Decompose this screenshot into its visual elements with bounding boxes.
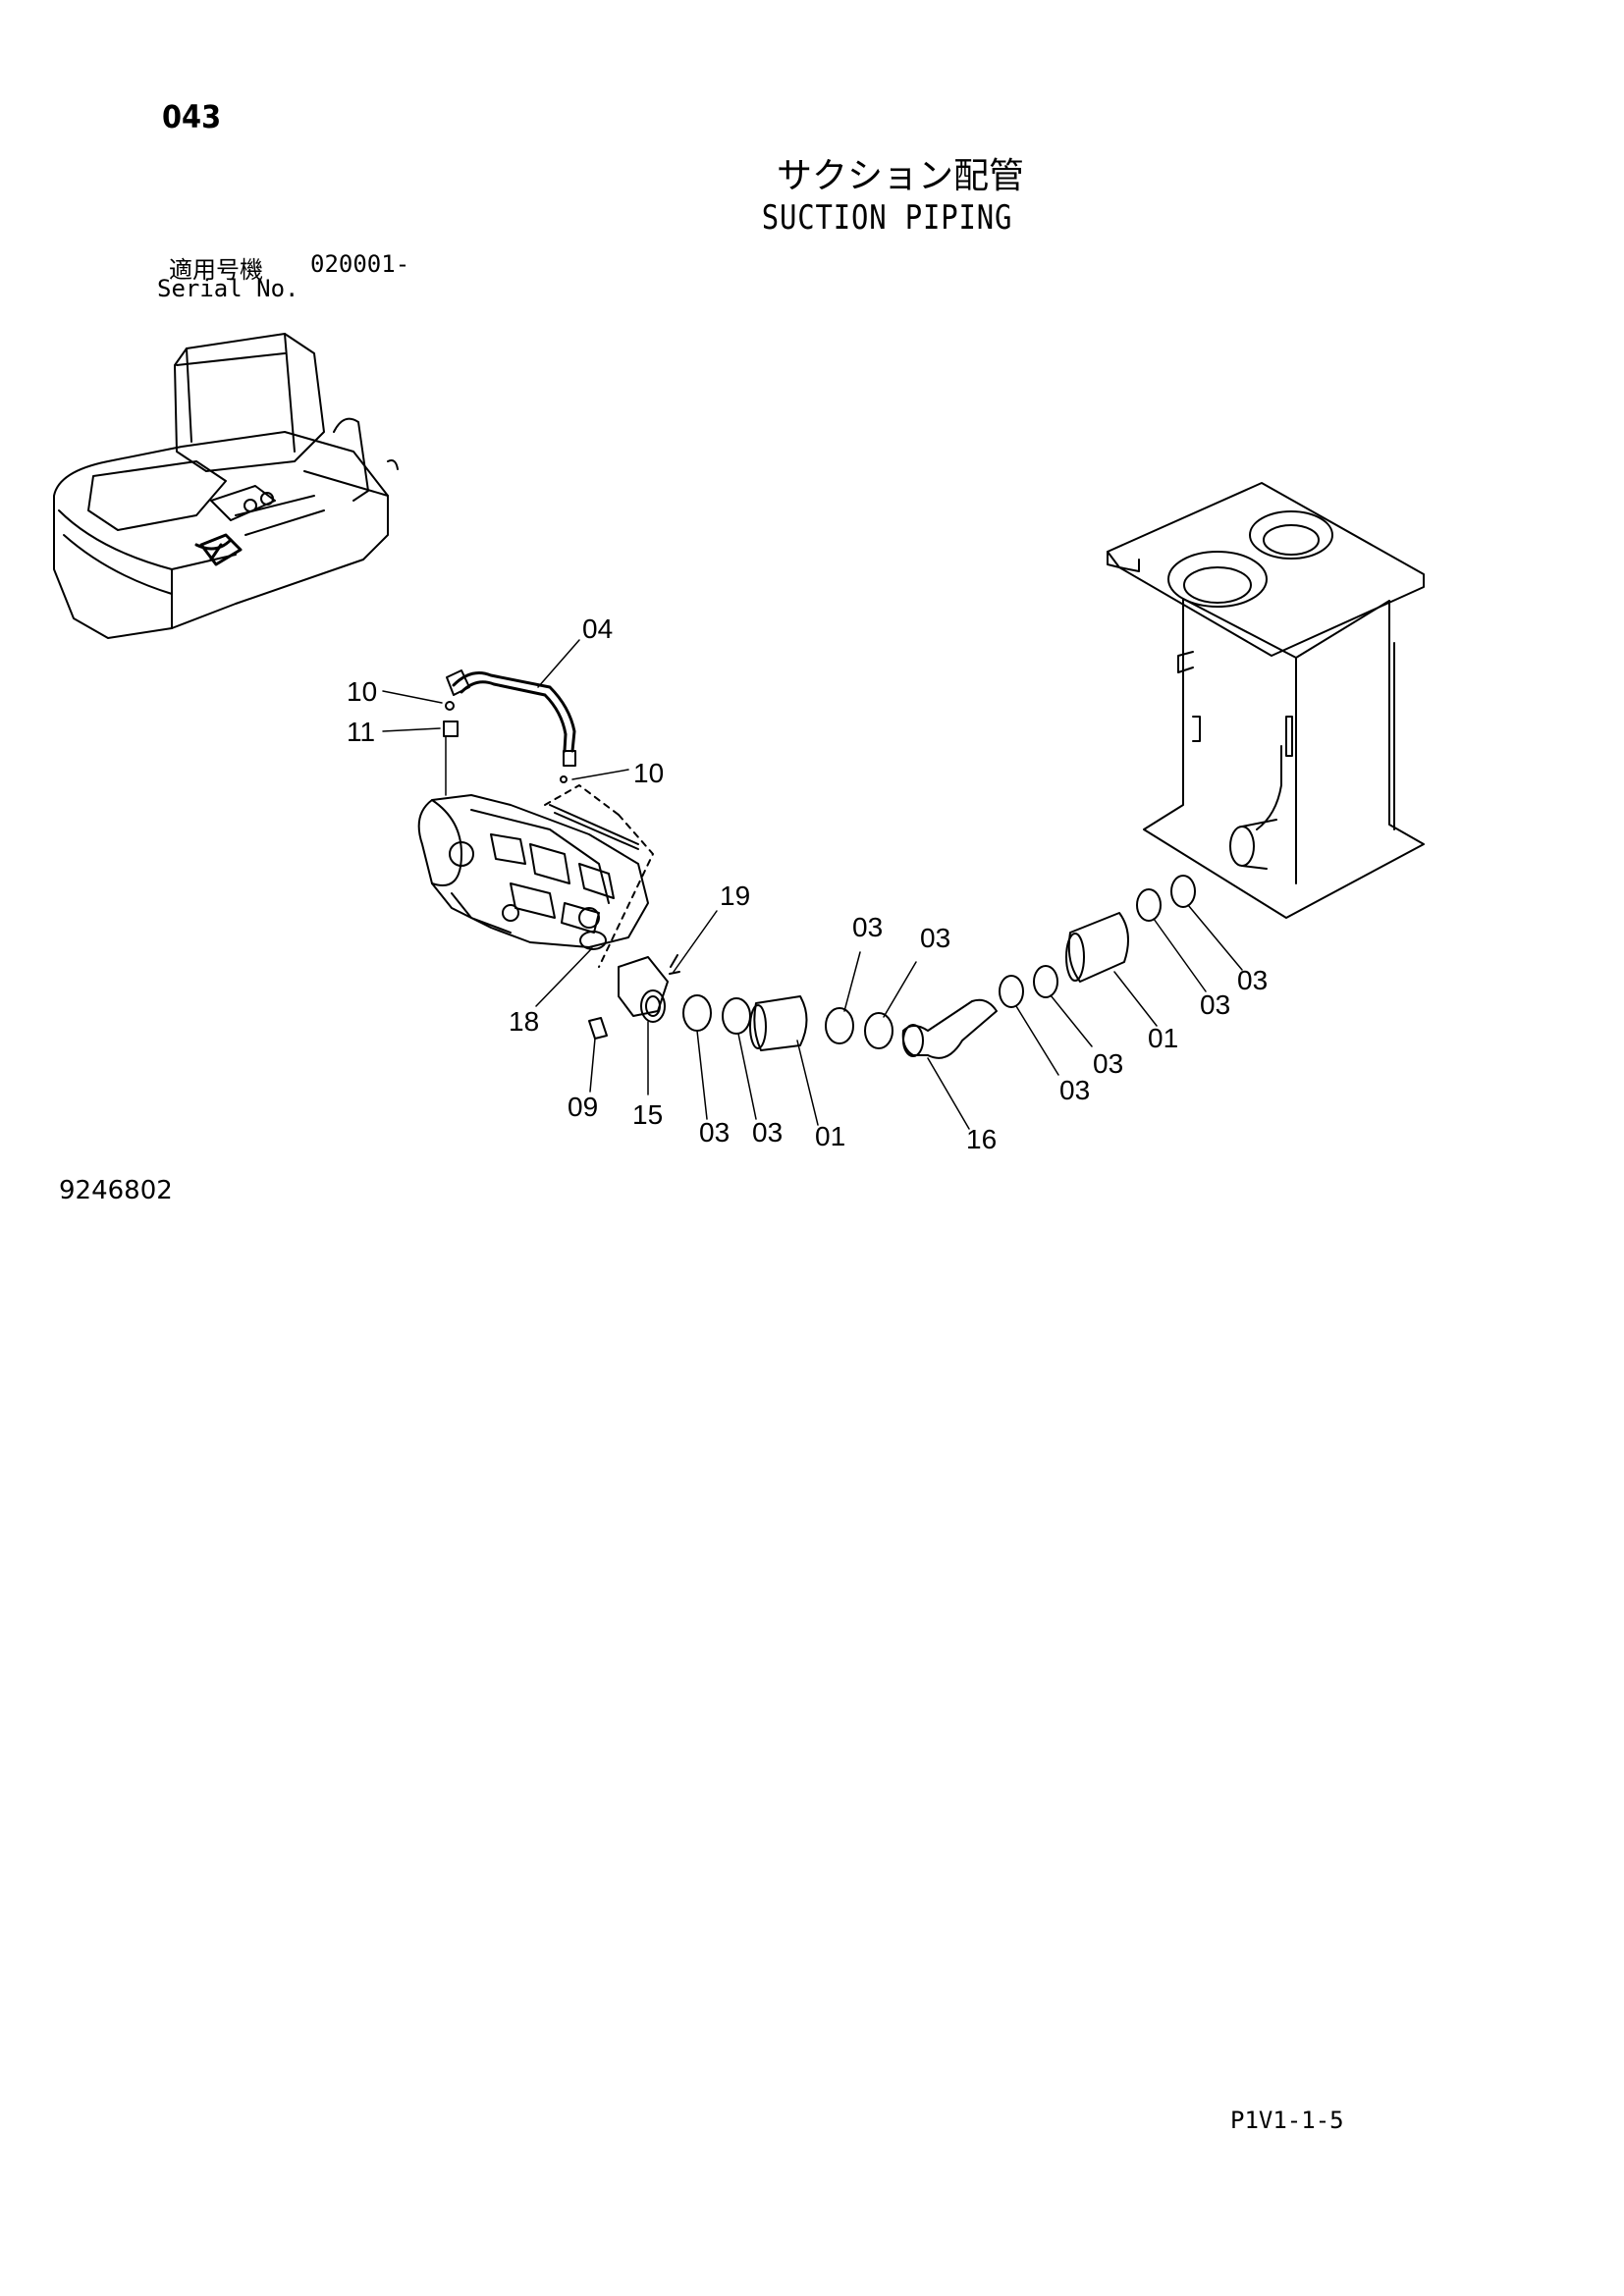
- suction-fittings: [579, 931, 680, 1040]
- title-japanese: サクション配管: [776, 156, 1024, 196]
- drawing-number: 9246802: [59, 1176, 173, 1205]
- serial-label-japanese: 適用号機: [169, 256, 263, 284]
- callout-labels: 04 10 11 10 19 18 09 15 03 03 01 03 03 1…: [347, 614, 1268, 1154]
- callout-18: 18: [509, 1006, 539, 1037]
- callout-16: 16: [966, 1124, 997, 1154]
- title-english: SUCTION PIPING: [761, 198, 1013, 238]
- callout-03: 03: [1093, 1048, 1123, 1079]
- callout-10: 10: [347, 676, 377, 707]
- callout-03: 03: [752, 1117, 783, 1148]
- machine-overview: [53, 333, 399, 639]
- callout-03: 03: [1200, 989, 1230, 1020]
- callout-04: 04: [582, 614, 613, 644]
- hydraulic-pump: [417, 784, 654, 968]
- serial-value: 020001-: [310, 250, 410, 278]
- callout-03: 03: [1059, 1075, 1090, 1105]
- leader-lines: [382, 639, 1243, 1130]
- hose-04: [443, 669, 576, 783]
- callout-03: 03: [1237, 965, 1268, 995]
- hydraulic-tank: [1107, 482, 1425, 919]
- callout-15: 15: [632, 1099, 663, 1130]
- sheet-code: P1V1-1-5: [1230, 2107, 1344, 2134]
- callout-01: 01: [1148, 1023, 1178, 1053]
- callout-11: 11: [347, 717, 375, 747]
- callout-03: 03: [920, 923, 950, 953]
- page-number: 043: [162, 98, 222, 135]
- callout-03: 03: [852, 912, 883, 942]
- callout-01: 01: [815, 1121, 845, 1151]
- callout-09: 09: [568, 1092, 598, 1122]
- callout-19: 19: [720, 881, 750, 911]
- callout-03: 03: [699, 1117, 730, 1148]
- serial-label-english: Serial No.: [157, 275, 299, 302]
- clamps-and-hoses: [682, 875, 1196, 1059]
- callout-10: 10: [633, 758, 664, 788]
